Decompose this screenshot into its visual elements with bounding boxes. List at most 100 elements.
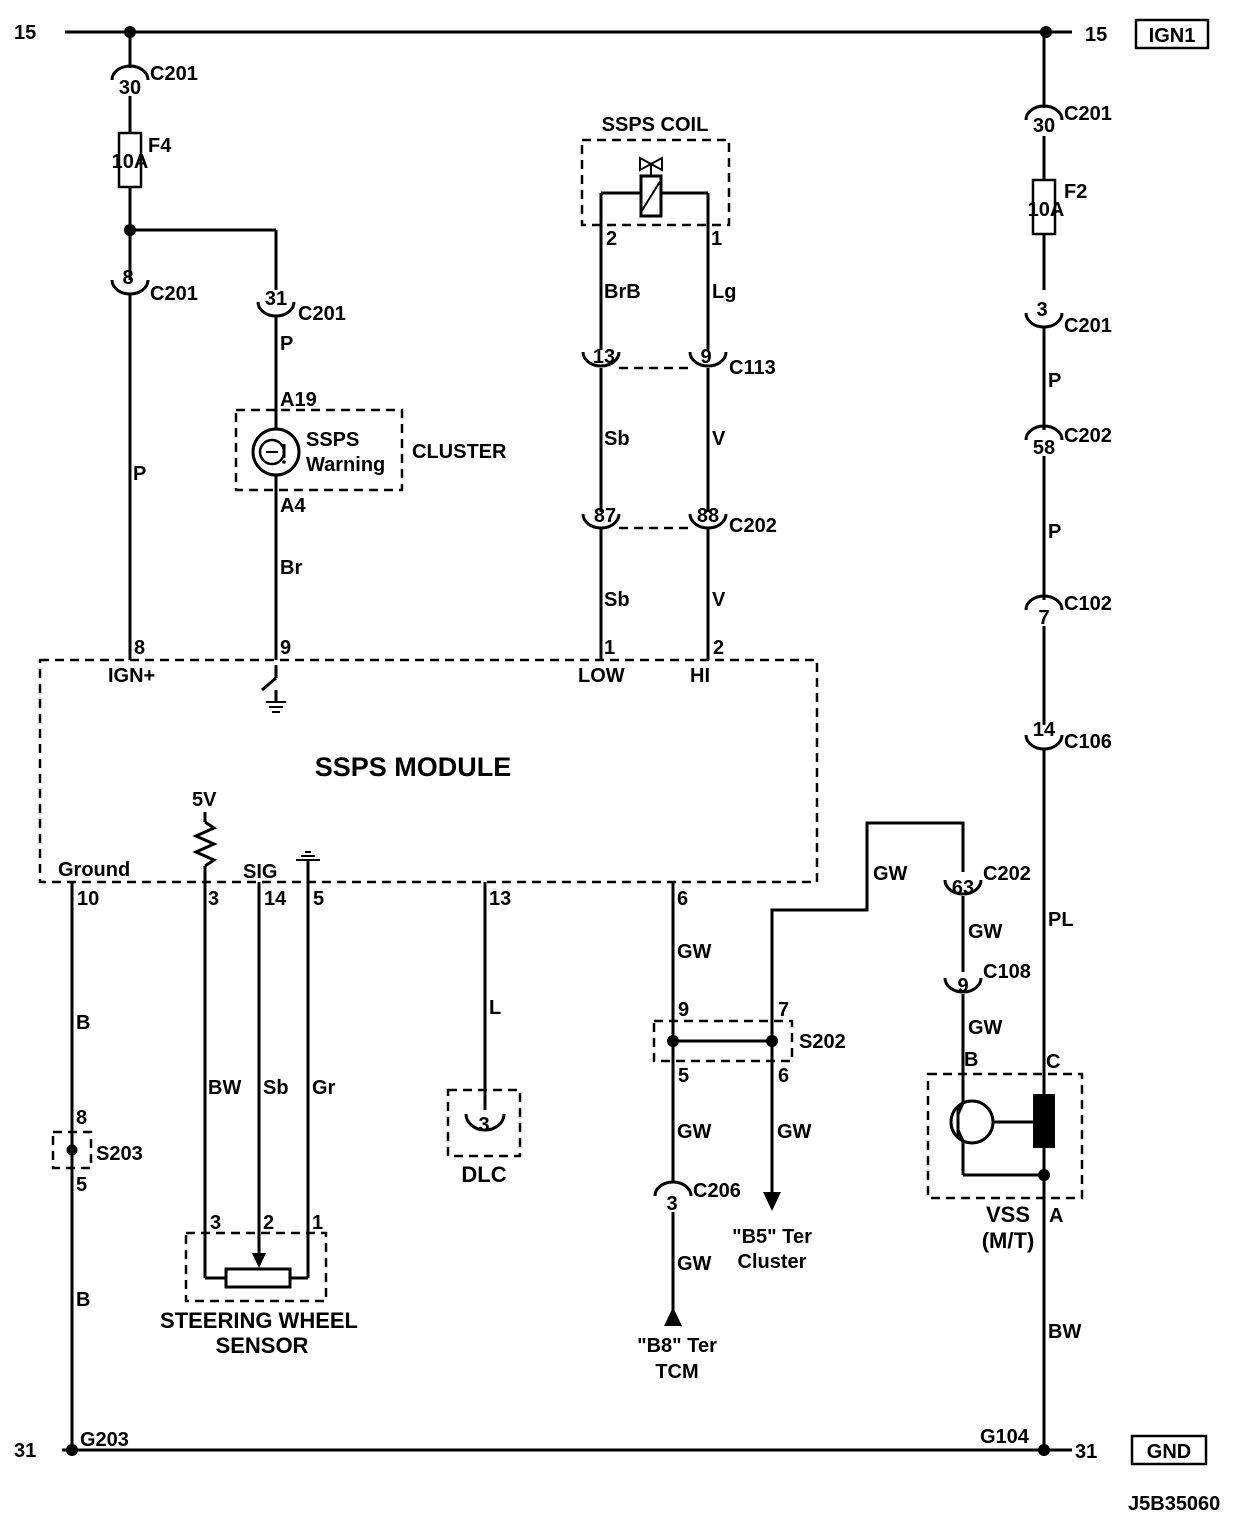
rail-top-left-label: 15: [14, 22, 36, 44]
tcm-terminal: "B8" Ter: [637, 1335, 717, 1357]
c202-pin-87: 87: [594, 505, 616, 527]
wire-color-gw-vss-2: GW: [968, 1017, 1003, 1039]
s203-label: S203: [96, 1143, 143, 1165]
module-pin-9: 9: [280, 637, 291, 659]
wire-color-v-2: V: [712, 589, 726, 611]
vss-transistor-icon: [949, 1094, 1055, 1181]
vss-pin-c: C: [1046, 1051, 1060, 1073]
vss-subtitle: (M/T): [982, 1228, 1035, 1253]
pullup-resistor-icon: [192, 812, 218, 882]
right-feed-circuit: 30 C201 10A F2 3 C201 P 58 C202 P 7 C102…: [926, 32, 1112, 1450]
ssps-coil-title: SSPS COIL: [602, 114, 709, 136]
s202-box: [652, 1019, 794, 1063]
c201-pin-31: 31: [265, 288, 287, 310]
ssps-module: SSPS MODULE 5V Ground SIG 10 3 14 5 13 6: [38, 658, 819, 910]
cluster-circuit: 31 C201 P A19 CLUSTER SSPS Warning A4 Br…: [130, 228, 507, 713]
vss-title: VSS: [986, 1202, 1030, 1227]
internal-switch-icon: [261, 665, 286, 713]
fuse-f4-rating: 10A: [112, 151, 149, 173]
left-feed-circuit: 30 C201 10A F4 8 C201 P 8 IGN+: [108, 32, 198, 687]
module-pin-8: 8: [134, 637, 145, 659]
wire-color-bw-sensor: BW: [208, 1077, 241, 1099]
speed-signal-circuit: GW 9 7 5 6 S202 GW 3 C206 GW "B8" Ter TC…: [637, 821, 965, 1383]
c102-pin-7: 7: [1038, 607, 1049, 629]
c202-label-vss: C202: [983, 863, 1031, 885]
steering-sensor-circuit: BW Sb Gr 3 2 1 STEERING WHEEL SENSOR: [160, 882, 358, 1358]
module-hi-label: HI: [690, 665, 710, 687]
c202-label-right: C202: [1064, 425, 1112, 447]
module-pin-14: 14: [264, 888, 287, 910]
ign1-tag-box: [1134, 18, 1210, 50]
c202-pin-58: 58: [1033, 437, 1055, 459]
potentiometer-icon: [205, 1267, 308, 1289]
wire-color-gw-1: GW: [677, 941, 712, 963]
fuse-f4-name: F4: [148, 135, 172, 157]
module-pin-1: 1: [604, 637, 615, 659]
dlc-title: DLC: [461, 1162, 506, 1187]
cluster-box: [234, 408, 404, 492]
wire-color-br: Br: [280, 557, 302, 579]
rail-bottom-left-label: 31: [14, 1440, 36, 1462]
cluster-pin-a4: A4: [280, 495, 306, 517]
module-5v-label: 5V: [192, 789, 217, 811]
c201-label-1: C201: [150, 63, 198, 85]
wire-color-pl: PL: [1048, 909, 1074, 931]
c206-label: C206: [693, 1180, 741, 1202]
cluster-arrow-icon: [763, 1192, 781, 1211]
solenoid-coil-icon: [601, 156, 708, 218]
module-pin-5: 5: [313, 888, 324, 910]
gnd-tag: GND: [1147, 1441, 1191, 1463]
s202-pin-6: 6: [778, 1065, 789, 1087]
dlc-box: [446, 1088, 522, 1158]
c202-label-coil: C202: [729, 515, 777, 537]
sensor-pin-2: 2: [263, 1212, 274, 1234]
steering-sensor-box: [184, 1231, 328, 1303]
warning-lamp-icon: [251, 427, 301, 477]
ground-branch: B 8 5 S203 B: [51, 882, 143, 1450]
module-pin-2: 2: [713, 637, 724, 659]
tcm-arrow-icon: [664, 1307, 682, 1326]
ignition-rail: 15 15 IGN1: [14, 18, 1210, 50]
c201-label-2: C201: [150, 283, 198, 305]
module-pin-10: 10: [77, 888, 99, 910]
rail-bottom-right-label: 31: [1075, 1441, 1097, 1463]
s202-pin-5: 5: [678, 1065, 689, 1087]
wire-color-p-cluster: P: [280, 333, 293, 355]
wire-color-sb-2: Sb: [604, 589, 630, 611]
cluster-title: CLUSTER: [412, 441, 507, 463]
module-ign-label: IGN+: [108, 665, 155, 687]
wire-color-l: L: [489, 997, 501, 1019]
wire-color-gw-top: GW: [873, 863, 908, 885]
tcm-label: TCM: [655, 1361, 698, 1383]
c113-pin-13: 13: [593, 346, 615, 368]
wire-color-b-1: B: [76, 1012, 90, 1034]
ign1-tag: IGN1: [1149, 25, 1196, 47]
c201-label-right-2: C201: [1064, 315, 1112, 337]
module-sig-label: SIG: [243, 861, 277, 883]
wire-color-gw-3: GW: [677, 1253, 712, 1275]
vss-pin-b: B: [964, 1049, 978, 1071]
ground-g203-label: G203: [80, 1429, 129, 1451]
c113-label: C113: [729, 357, 776, 379]
module-pin-3: 3: [208, 888, 219, 910]
steering-sensor-title-2: SENSOR: [216, 1333, 309, 1358]
c106-label: C106: [1064, 731, 1112, 753]
c106-pin-14: 14: [1033, 719, 1056, 741]
cluster-pin-a19: A19: [280, 389, 317, 411]
sensor-pin-1: 1: [312, 1212, 323, 1234]
ssps-coil-box: [580, 138, 731, 227]
module-pin-13: 13: [489, 888, 511, 910]
c102-label: C102: [1064, 593, 1112, 615]
c201-pin-8: 8: [122, 267, 133, 289]
ssps-module-box: [38, 658, 819, 884]
vss-pin-a: A: [1049, 1205, 1063, 1227]
c202-pin-63: 63: [952, 877, 974, 899]
wire-color-bw-ground: BW: [1048, 1321, 1081, 1343]
c201-pin-3: 3: [1036, 299, 1047, 321]
sensor-pin-3: 3: [210, 1212, 221, 1234]
c113-pin-9: 9: [700, 346, 711, 368]
module-pin-6: 6: [677, 888, 688, 910]
gnd-tag-box: [1130, 1434, 1208, 1466]
steering-sensor-title-1: STEERING WHEEL: [160, 1308, 358, 1333]
chassis-ground-icon: [296, 851, 320, 882]
